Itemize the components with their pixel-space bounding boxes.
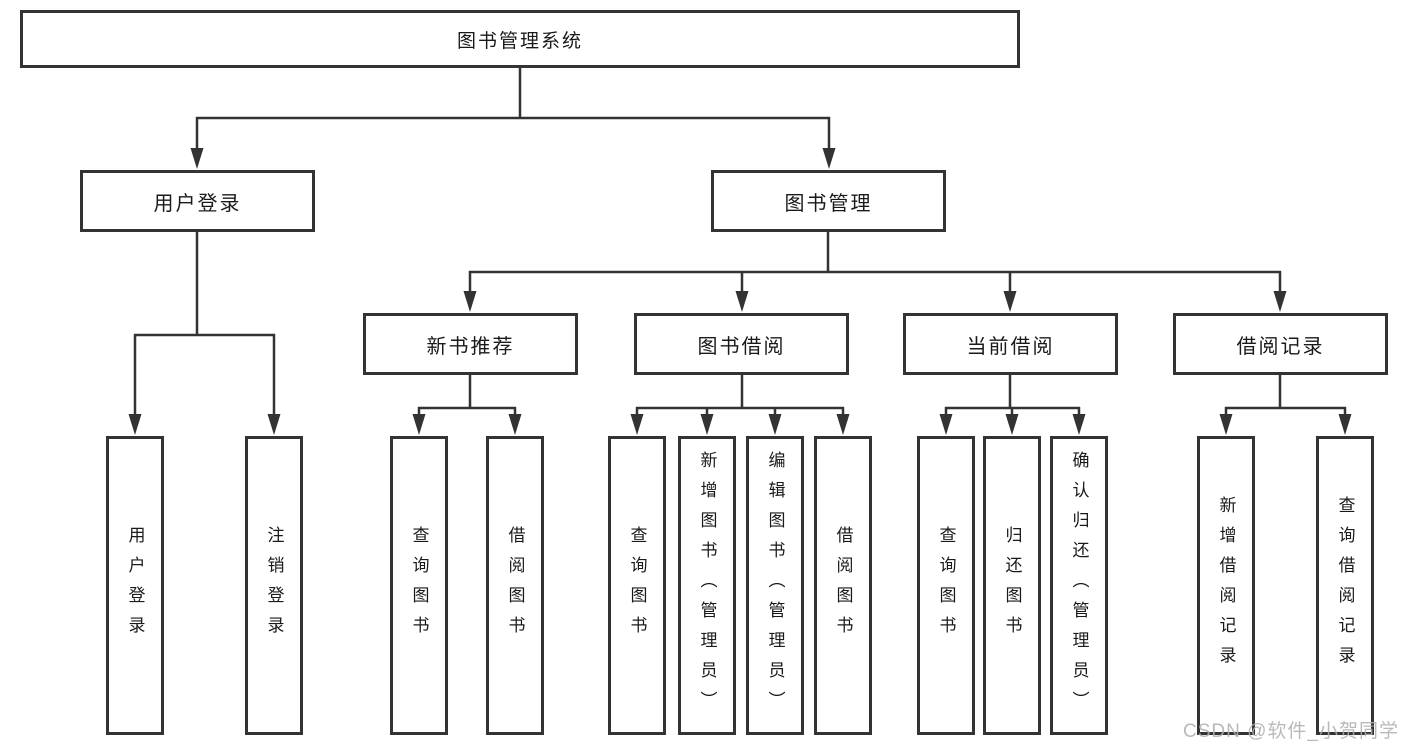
leaf-borrow-books-borrowing: 借阅图书 xyxy=(814,436,872,735)
leaf-add-borrow-record: 新增借阅记录 xyxy=(1197,436,1255,735)
node-borrowing-records: 借阅记录 xyxy=(1173,313,1388,375)
node-book-management-system: 图书管理系统 xyxy=(20,10,1020,68)
node-book-borrowing: 图书借阅 xyxy=(634,313,849,375)
connector-book-borrowing-children xyxy=(630,375,850,435)
leaf-user-login: 用户登录 xyxy=(106,436,164,735)
leaf-query-books-recommend: 查询图书 xyxy=(390,436,448,735)
node-new-book-recommendation: 新书推荐 xyxy=(363,313,578,375)
leaf-borrow-books-recommend: 借阅图书 xyxy=(486,436,544,735)
node-user-login: 用户登录 xyxy=(80,170,315,232)
leaf-edit-book-admin: 编辑图书（管理员） xyxy=(746,436,804,735)
connector-current-borrowing-children xyxy=(939,375,1086,435)
connector-borrowing-records-children xyxy=(1219,375,1352,435)
connector-book-management-children xyxy=(463,232,1287,312)
csdn-watermark: CSDN @软件_小贺同学 xyxy=(1183,721,1399,742)
connector-new-book-children xyxy=(412,375,522,435)
leaf-confirm-return-admin: 确认归还（管理员） xyxy=(1050,436,1108,735)
leaf-logout: 注销登录 xyxy=(245,436,303,735)
leaf-return-books: 归还图书 xyxy=(983,436,1041,735)
node-book-management: 图书管理 xyxy=(711,170,946,232)
connector-root-to-level2 xyxy=(190,68,836,169)
node-current-borrowing: 当前借阅 xyxy=(903,313,1118,375)
leaf-query-books-current: 查询图书 xyxy=(917,436,975,735)
leaf-query-books-borrowing: 查询图书 xyxy=(608,436,666,735)
leaf-add-book-admin: 新增图书（管理员） xyxy=(678,436,736,735)
leaf-query-borrow-record: 查询借阅记录 xyxy=(1316,436,1374,735)
connector-user-login-children xyxy=(128,232,281,435)
